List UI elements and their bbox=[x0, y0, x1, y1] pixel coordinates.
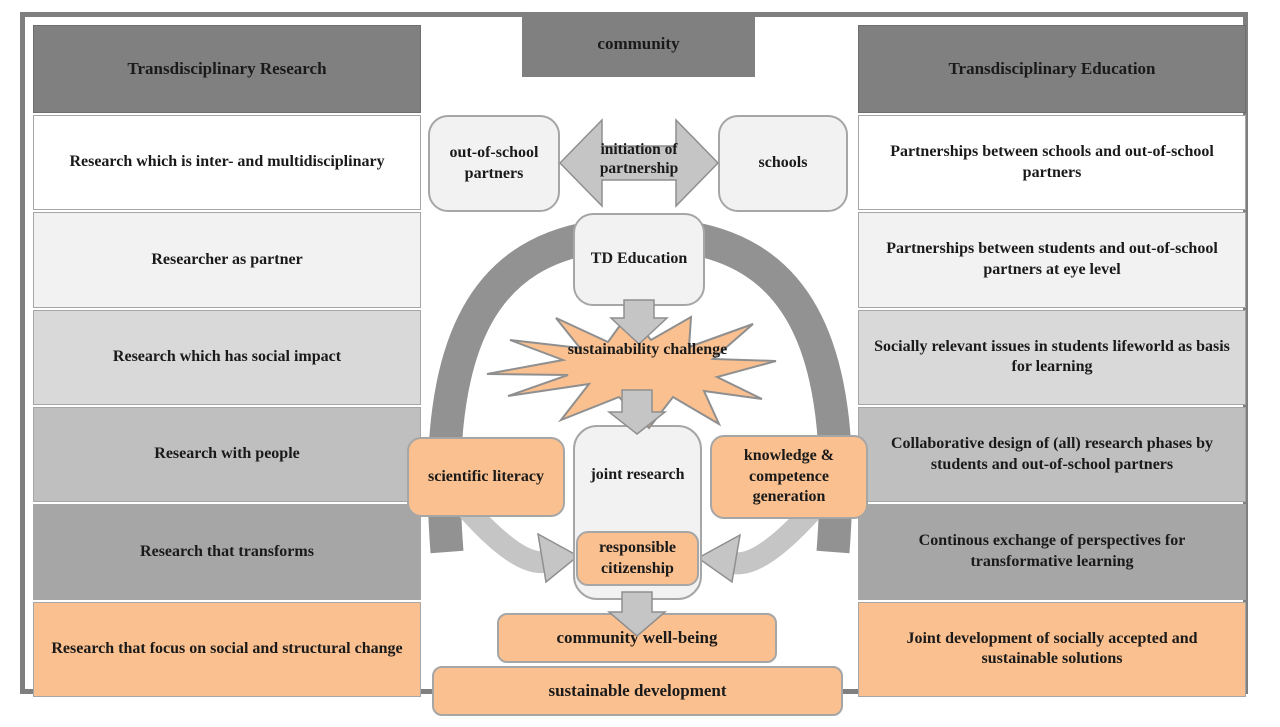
community-well-being-box: community well-being bbox=[497, 613, 777, 663]
education-row-2: Partnerships between students and out-of… bbox=[858, 212, 1246, 308]
scientific-literacy-label: scientific literacy bbox=[428, 467, 544, 485]
education-row-6: Joint development of socially accepted a… bbox=[858, 601, 1246, 697]
td-education-box: TD Education bbox=[573, 213, 705, 306]
education-row-2-label: Partnerships between students and out-of… bbox=[886, 240, 1218, 278]
education-row-1: Partnerships between schools and out-of-… bbox=[858, 115, 1246, 211]
responsible-citizenship-box: responsible citizenship bbox=[576, 531, 699, 586]
out-of-school-partners-label: out-of-school partners bbox=[449, 143, 539, 182]
education-column-header: Transdisciplinary Education bbox=[858, 25, 1246, 113]
td-education-label: TD Education bbox=[590, 250, 688, 268]
education-row-6-label: Joint development of socially accepted a… bbox=[906, 629, 1198, 668]
research-row-3: Research which has social impact bbox=[33, 309, 421, 405]
sustainability-challenge-label: sustainability challenge bbox=[567, 341, 728, 358]
education-row-3-label: Socially relevant issues in students lif… bbox=[874, 337, 1230, 376]
research-column: Transdisciplinary Research Research whic… bbox=[33, 25, 421, 697]
sustainable-development-box: sustainable development bbox=[432, 666, 843, 716]
research-column-header: Transdisciplinary Research bbox=[33, 25, 421, 113]
knowledge-competence-box: knowledge & competence generation bbox=[710, 435, 868, 519]
knowledge-competence-label: knowledge & competence generation bbox=[743, 446, 835, 506]
research-row-2-label: Researcher as partner bbox=[151, 250, 303, 268]
education-row-4-label: Collaborative design of (all) research p… bbox=[890, 434, 1214, 473]
research-row-4-label: Research with people bbox=[154, 445, 300, 463]
schools-box: schools bbox=[718, 115, 848, 212]
community-well-being-label: community well-being bbox=[556, 627, 718, 647]
research-row-5: Research that transforms bbox=[33, 504, 421, 600]
scientific-literacy-box: scientific literacy bbox=[407, 437, 565, 517]
research-row-6-label: Research that focus on social and struct… bbox=[51, 639, 403, 657]
research-row-1: Research which is inter- and multidiscip… bbox=[33, 115, 421, 211]
research-row-5-label: Research that transforms bbox=[140, 542, 314, 560]
research-row-6: Research that focus on social and struct… bbox=[33, 601, 421, 697]
education-row-5-label: Continous exchange of perspectives for t… bbox=[918, 532, 1186, 570]
research-row-1-label: Research which is inter- and multidiscip… bbox=[69, 153, 385, 171]
education-row-1-label: Partnerships between schools and out-of-… bbox=[890, 142, 1214, 181]
responsible-citizenship-label: responsible citizenship bbox=[598, 538, 677, 577]
initiation-of-partnership-label: initiation of partnership bbox=[599, 141, 679, 178]
education-header-label: Transdisciplinary Education bbox=[948, 59, 1156, 78]
out-of-school-partners-box: out-of-school partners bbox=[428, 115, 560, 212]
research-header-label: Transdisciplinary Research bbox=[127, 59, 327, 78]
education-row-4: Collaborative design of (all) research p… bbox=[858, 406, 1246, 503]
research-row-4: Research with people bbox=[33, 406, 421, 503]
education-row-5: Continous exchange of perspectives for t… bbox=[858, 504, 1246, 600]
community-label: community bbox=[597, 34, 680, 54]
research-row-2: Researcher as partner bbox=[33, 212, 421, 308]
education-row-3: Socially relevant issues in students lif… bbox=[858, 309, 1246, 405]
community-box: community bbox=[522, 12, 755, 77]
sustainable-development-label: sustainable development bbox=[548, 680, 727, 700]
schools-label: schools bbox=[758, 154, 808, 172]
joint-research-label: joint research bbox=[590, 466, 685, 483]
education-column: Transdisciplinary Education Partnerships… bbox=[858, 25, 1246, 697]
research-row-3-label: Research which has social impact bbox=[112, 347, 342, 365]
